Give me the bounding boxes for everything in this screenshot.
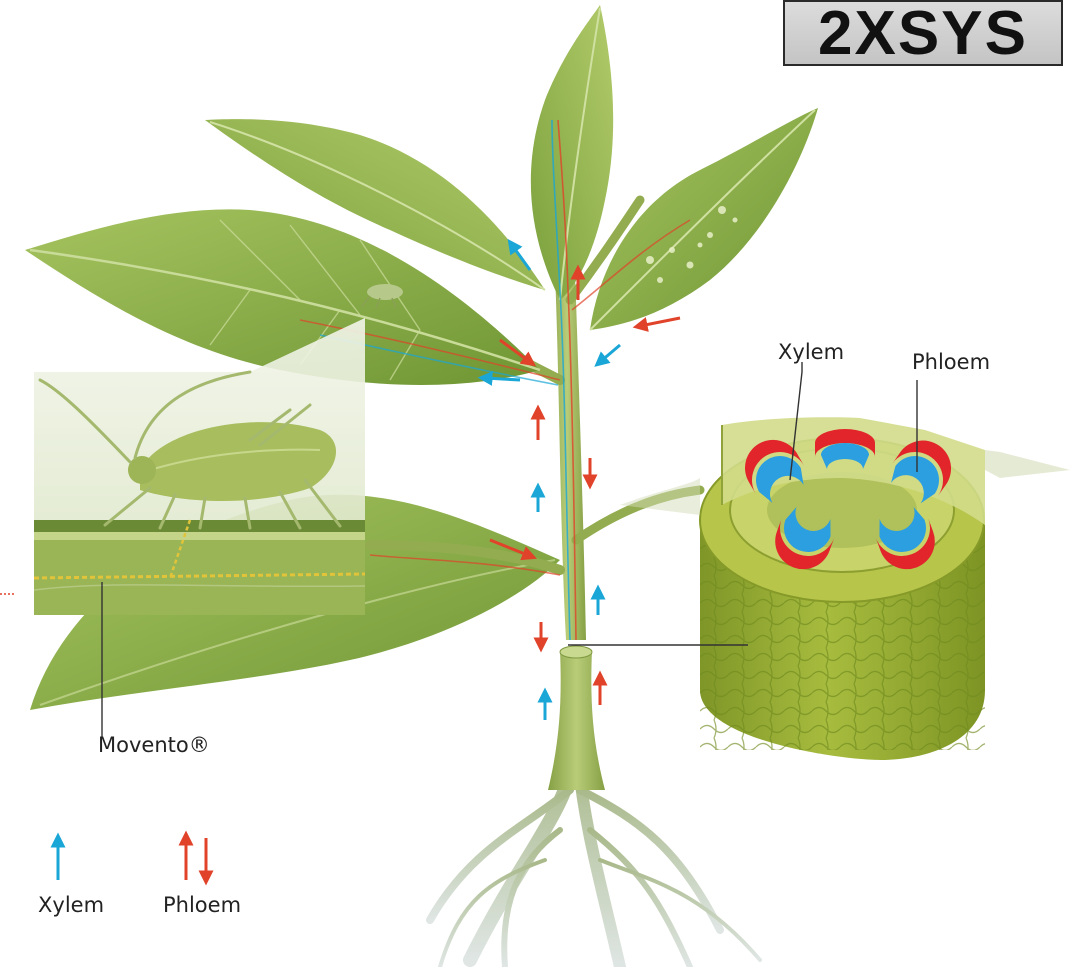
- magnified-leaf-inset: [34, 318, 365, 615]
- legend-xylem-label: Xylem: [38, 893, 104, 917]
- stem-cross-section: [620, 410, 1070, 760]
- logo-text: 2XSYS: [818, 3, 1028, 65]
- cross-section-phloem-label: Phloem: [912, 350, 990, 374]
- lower-stem: [548, 650, 605, 790]
- legend: [58, 838, 206, 880]
- roots: [430, 760, 760, 967]
- product-label: Movento®: [98, 733, 210, 757]
- cross-section-xylem-label: Xylem: [778, 340, 844, 364]
- legend-phloem-label: Phloem: [163, 893, 241, 917]
- brand-logo: 2XSYS: [783, 0, 1063, 66]
